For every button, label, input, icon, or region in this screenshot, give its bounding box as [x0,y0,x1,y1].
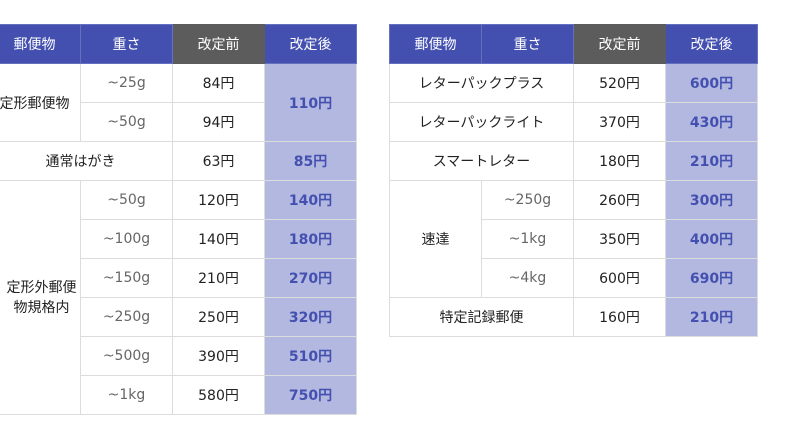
after-price: 320円 [264,297,357,337]
weight-cell: ~50g [80,102,173,142]
header-weight: 重さ [80,24,173,64]
before-price: 210円 [172,258,265,298]
table-row: ~1kg 350円 400円 [390,219,758,259]
after-price: 430円 [665,102,758,142]
before-price: 63円 [172,141,265,181]
after-price: 400円 [665,219,758,259]
table-row: 速達 ~250g 260円 300円 [389,180,758,298]
header-row: 郵便物 重さ 改定前 改定後 [0,24,357,64]
before-price: 120円 [172,180,265,220]
table-row: ~4kg 600円 690円 [390,258,758,298]
item-label: 速達 [389,180,482,298]
before-price: 580円 [172,375,265,415]
weight-cell: ~50g [80,180,173,220]
header-item: 郵便物 [389,24,482,64]
table-row: ~250g 250円 320円 [0,297,357,337]
table-row: ~150g 210円 270円 [0,258,357,298]
before-price: 260円 [573,180,666,220]
after-price: 750円 [264,375,357,415]
after-price: 85円 [264,141,357,181]
after-price: 270円 [264,258,357,298]
after-price: 690円 [665,258,758,298]
after-price: 180円 [264,219,357,259]
table-row: 特定記録郵便 160円 210円 [389,297,758,337]
header-weight: 重さ [481,24,574,64]
item-label: レターパックライト [389,102,574,142]
table-row: スマートレター 180円 210円 [389,141,758,181]
before-price: 180円 [573,141,666,181]
after-price: 140円 [264,180,357,220]
before-price: 600円 [573,258,666,298]
table-row: 定形郵便物 ~25g 84円 110円 [0,63,357,142]
header-before: 改定前 [172,24,265,64]
item-label: 特定記録郵便 [389,297,574,337]
weight-cell: ~500g [80,336,173,376]
after-price: 210円 [665,141,758,181]
special-mail-price-table: 郵便物 重さ 改定前 改定後 レターパックプラス 520円 600円 レターパッ… [389,24,758,337]
after-price: 110円 [264,63,357,142]
header-after: 改定後 [264,24,357,64]
before-price: 84円 [172,63,265,103]
header-row: 郵便物 重さ 改定前 改定後 [389,24,758,64]
weight-cell: ~100g [80,219,173,259]
weight-cell: ~4kg [481,258,574,298]
table-row: 定形外郵便物規格内 ~50g 120円 140円 [0,180,357,415]
before-price: 160円 [573,297,666,337]
before-price: 94円 [172,102,265,142]
before-price: 370円 [573,102,666,142]
item-label: レターパックプラス [389,63,574,103]
header-before: 改定前 [573,24,666,64]
domestic-mail-price-table: 郵便物 重さ 改定前 改定後 定形郵便物 ~25g 84円 110円 ~50g … [0,24,357,415]
before-price: 390円 [172,336,265,376]
weight-cell: ~25g [80,63,173,103]
after-price: 210円 [665,297,758,337]
table-row: ~500g 390円 510円 [0,336,357,376]
table-row: ~50g 94円 [0,102,357,142]
table-row: 通常はがき 63円 85円 [0,141,357,181]
item-label: 通常はがき [0,141,173,181]
item-label: スマートレター [389,141,574,181]
table-row: ~1kg 580円 750円 [0,375,357,415]
weight-cell: ~1kg [481,219,574,259]
after-price: 600円 [665,63,758,103]
weight-cell: ~250g [80,297,173,337]
weight-cell: ~150g [80,258,173,298]
item-label: 定形外郵便物規格内 [0,180,81,415]
before-price: 350円 [573,219,666,259]
before-price: 140円 [172,219,265,259]
weight-cell: ~250g [481,180,574,220]
before-price: 250円 [172,297,265,337]
after-price: 300円 [665,180,758,220]
weight-cell: ~1kg [80,375,173,415]
item-label: 定形郵便物 [0,63,81,142]
table-row: レターパックプラス 520円 600円 [389,63,758,103]
before-price: 520円 [573,63,666,103]
after-price: 510円 [264,336,357,376]
header-after: 改定後 [665,24,758,64]
table-row: ~100g 140円 180円 [0,219,357,259]
table-row: レターパックライト 370円 430円 [389,102,758,142]
header-item: 郵便物 [0,24,81,64]
